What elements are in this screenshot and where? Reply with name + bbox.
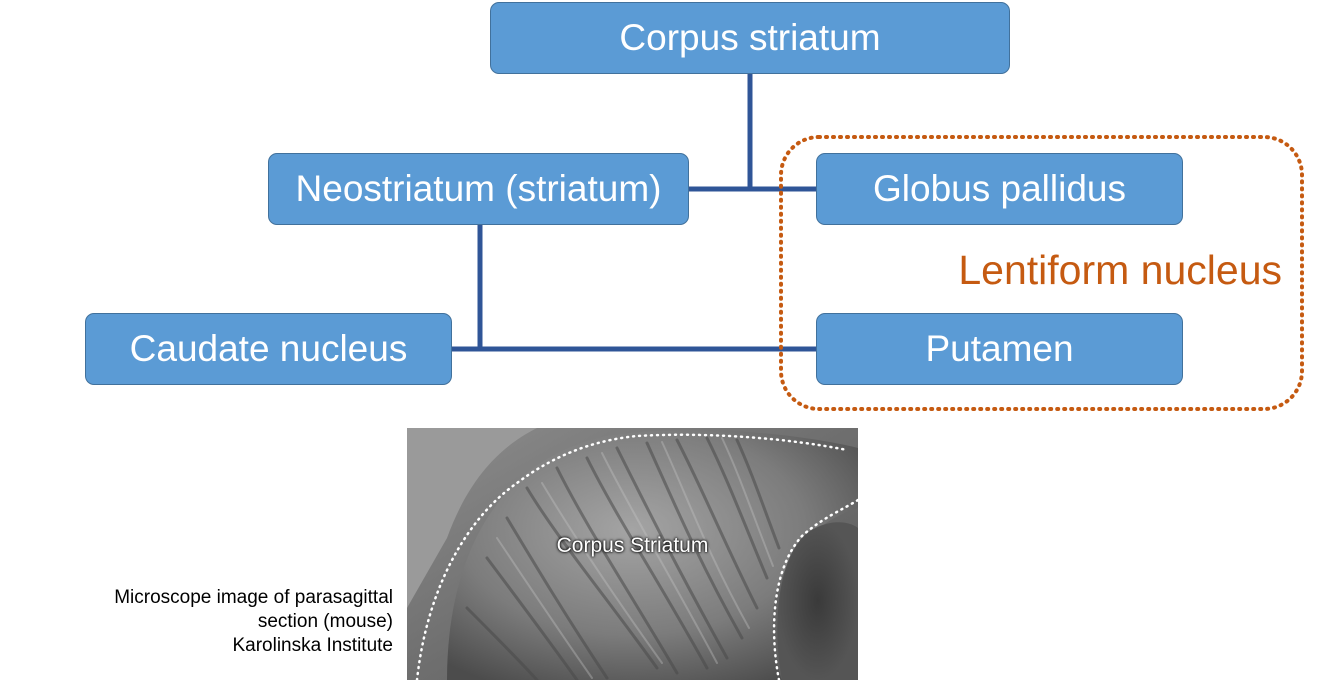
node-label: Neostriatum (striatum) [295,168,662,209]
node-label: Corpus striatum [619,17,881,58]
caption-line: Karolinska Institute [232,635,393,656]
node-label: Putamen [925,328,1074,369]
node-caudate-nucleus: Caudate nucleus [85,313,452,385]
node-label: Globus pallidus [873,168,1126,209]
lentiform-nucleus-label: Lentiform nucleus [958,247,1282,293]
caption-line: Microscope image of parasagittal [114,587,393,608]
node-corpus-striatum: Corpus striatum [490,2,1010,74]
caption-line: section (mouse) [257,611,393,632]
node-label: Caudate nucleus [129,328,408,369]
node-putamen: Putamen [816,313,1183,385]
node-globus-pallidus: Globus pallidus [816,153,1183,225]
figure-caption: Microscope image of parasagittal section… [114,586,393,658]
microscope-image: Corpus Striatum [407,428,858,680]
microscope-image-label: Corpus Striatum [556,534,709,557]
node-neostriatum: Neostriatum (striatum) [268,153,689,225]
